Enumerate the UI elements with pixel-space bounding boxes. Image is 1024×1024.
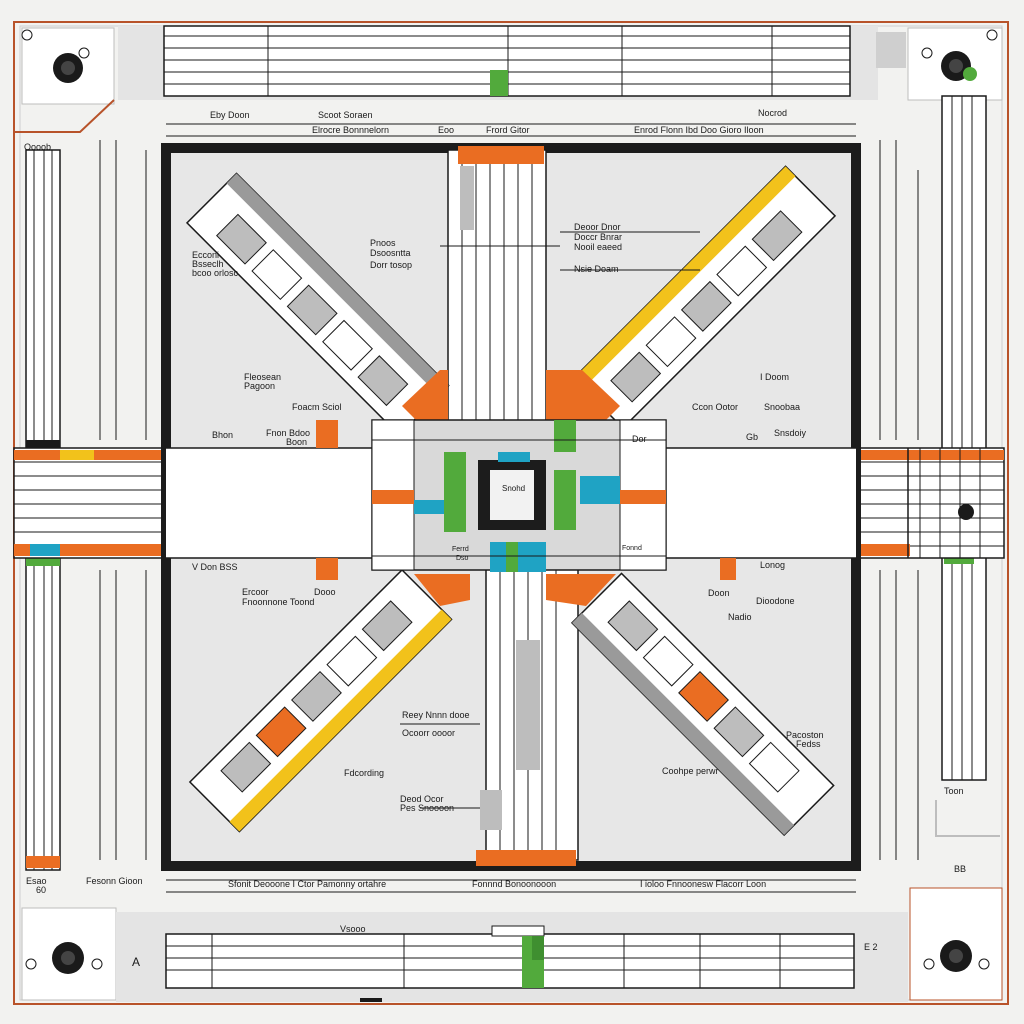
label-lower-right-3: Coohpe perwr — [662, 766, 719, 776]
top-track — [118, 25, 906, 100]
label-lower-right-1: Pacoston — [786, 730, 824, 740]
label-e-6: Snsdoiy — [774, 428, 807, 438]
label-se-2: Doon — [708, 588, 730, 598]
label-right-low-2: BB — [954, 864, 966, 874]
wing-se — [570, 572, 835, 837]
callout-ne-4: Nsie Doam — [574, 264, 619, 274]
corner-block-tr — [907, 27, 1003, 101]
labels: Eby Doon Scoot Soraen Nocrod Elrocre Bon… — [24, 108, 966, 969]
label-sw-1: V Don BSS — [192, 562, 238, 572]
dimension-lines — [99, 123, 919, 893]
junction-orange — [316, 370, 736, 606]
label-w-2: Pagoon — [244, 381, 275, 391]
callout-center-2: Dsoosntta — [370, 248, 411, 258]
label-lower-right-2: Fedss — [796, 739, 821, 749]
label-e-5: Gb — [746, 432, 758, 442]
right-track — [935, 95, 1000, 837]
callout-nw-3: bcoo orlosc — [192, 268, 239, 278]
label-right-low: Toon — [944, 786, 964, 796]
label-bottom-right-num: E 2 — [864, 942, 878, 952]
label-se-3: Dioodone — [756, 596, 795, 606]
label-lower-center-2: Pes Snoooon — [400, 803, 454, 813]
corner-block-tl — [14, 27, 115, 133]
label-upper-row-3: Frord Gitor — [486, 125, 530, 135]
label-sw-2: Ercoor — [242, 587, 269, 597]
label-w-6: Boon — [286, 437, 307, 447]
label-top-right: Nocrod — [758, 108, 787, 118]
label-e-3: Snoobaa — [764, 402, 800, 412]
label-bottom-row-3: I ioloo Fnnoonesw Flacorr Loon — [640, 879, 766, 889]
corner-block-bl — [21, 907, 117, 1001]
bottom-track — [116, 912, 908, 1002]
callout-center-1: Pnoos — [370, 238, 396, 248]
label-lower-mid-2: Ocoorr oooor — [402, 728, 455, 738]
label-bottom-left-num: 60 — [36, 885, 46, 895]
label-center: Snohd — [502, 484, 525, 493]
label-upper-row-1: Elrocre Bonnnelorn — [312, 125, 389, 135]
center-tag-1: Ferrd — [452, 546, 469, 553]
label-lower-left: Fdcording — [344, 768, 384, 778]
callout-ne-1: Deoor Dnor — [574, 222, 621, 232]
label-w-4: Bhon — [212, 430, 233, 440]
label-lower-center-1: Deod Ocor — [400, 794, 444, 804]
label-bottom-row-2: Fonnnd Bonoonooon — [472, 879, 556, 889]
wing-nw — [185, 172, 450, 437]
callout-center-3: Dorr tosop — [370, 260, 412, 270]
center-tag-2: Dso — [456, 555, 469, 562]
label-w-5: Fnon Bdoo — [266, 428, 310, 438]
label-bottom-left-tag: Esao — [26, 876, 47, 886]
label-sw-3: Dooo — [314, 587, 336, 597]
callout-nw-1: Ecconi — [192, 250, 219, 260]
label-bottom-center: Vsooo — [340, 924, 366, 934]
label-left-note: Oooob — [24, 142, 51, 152]
label-e-2: Ccon Ootor — [692, 402, 738, 412]
label-w-1: Fleosean — [244, 372, 281, 382]
label-top-mid: Scoot Soraen — [318, 110, 373, 120]
callout-ne-2: Doccr Bnrar — [574, 232, 622, 242]
label-se-4: Nadio — [728, 612, 752, 622]
callout-nw-2: Bsseclh — [192, 259, 224, 269]
center-tag-3: Fonnd — [622, 545, 642, 552]
label-se-1: Lonog — [760, 560, 785, 570]
wing-ne — [572, 165, 837, 430]
label-upper-row-4: Enrod Flonn Ibd Doo Gioro Iloon — [634, 125, 764, 135]
label-sw-4: Fnoonnone Toond — [242, 597, 314, 607]
label-e-4: Dor — [632, 434, 647, 444]
label-bottom-left-1: Fesonn Gioon — [86, 876, 143, 886]
label-top-left: Eby Doon — [210, 110, 250, 120]
label-e-1: I Doom — [760, 372, 789, 382]
corner-block-br — [909, 887, 1003, 1001]
label-corner-bl: A — [132, 955, 140, 969]
callout-ne-3: Nooil eaeed — [574, 242, 622, 252]
label-upper-row-2: Eoo — [438, 125, 454, 135]
label-bottom-row-1: Sfonit Deooone I Ctor Pamonny ortahre — [228, 879, 386, 889]
central-hub — [371, 419, 667, 572]
wing-sw — [188, 568, 453, 833]
label-lower-mid-1: Reey Nnnn dooe — [402, 710, 470, 720]
vertical-corridor — [447, 146, 579, 866]
label-w-3: Foacm Sciol — [292, 402, 342, 412]
